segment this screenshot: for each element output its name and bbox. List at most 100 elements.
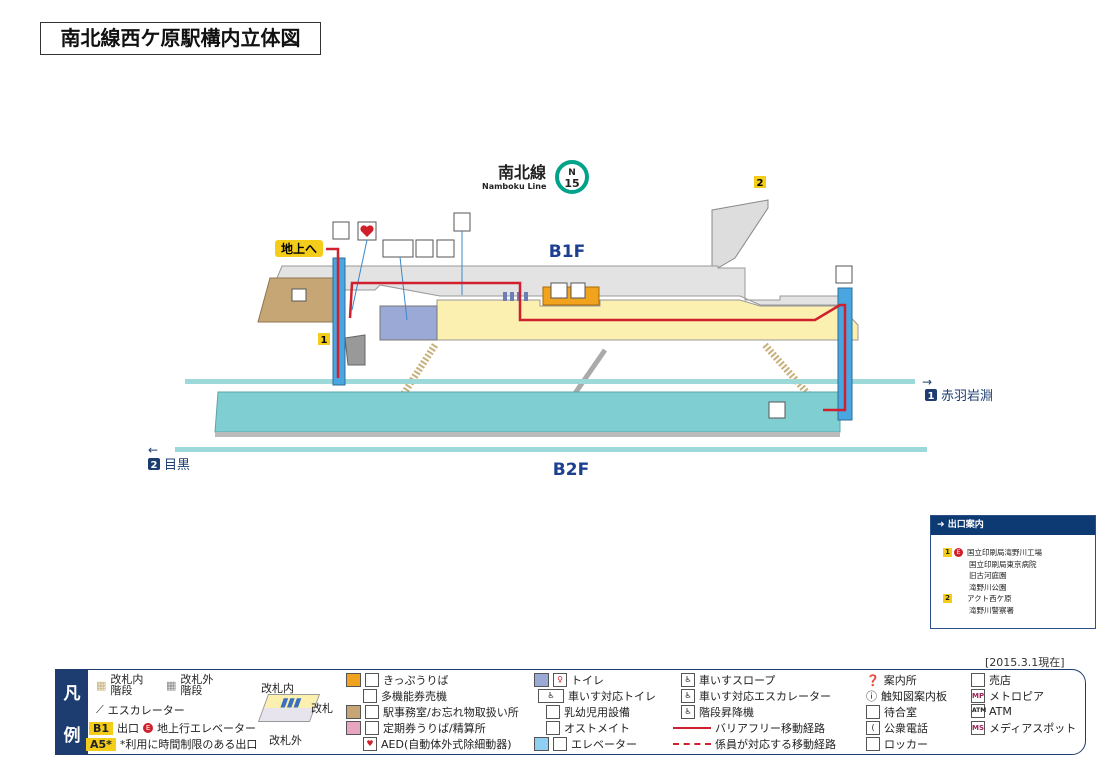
- legend-label: 駅事務室/お忘れ物取扱い所: [383, 706, 519, 719]
- legend-label: エレベーター: [571, 738, 637, 751]
- legend-label: 車いす対応エスカレーター: [699, 690, 831, 703]
- elevator-badge: E: [954, 548, 963, 558]
- direction-num: 2: [151, 460, 158, 471]
- barrier-free-route: [348, 281, 847, 412]
- exit-place: 国立印刷局滝野川工場: [967, 548, 1042, 557]
- locker-icon: [866, 737, 880, 751]
- restroom-icon: [382, 239, 414, 258]
- station-code-number: 15: [564, 177, 579, 190]
- commuter-pass-icon: [570, 282, 586, 299]
- elevator-badge: E: [143, 723, 154, 733]
- restroom-block: [379, 305, 438, 341]
- exit-2-stairs: [711, 199, 769, 269]
- direction-num-badge: [148, 458, 160, 470]
- direction-arrow-right: →: [922, 375, 932, 389]
- exit-place: 国立印刷局東京病院: [969, 559, 1037, 569]
- waiting-room-icon: [866, 705, 880, 719]
- info-center-icon: ❓: [866, 673, 880, 687]
- legend-label: 待合室: [884, 706, 917, 719]
- restroom-icon: ♀: [553, 673, 567, 687]
- office-icon: [365, 705, 379, 719]
- multi-ticket-machine-icon: [363, 689, 377, 703]
- escalator-icon: ⟋: [96, 703, 104, 716]
- ostomate-icon: [436, 239, 455, 258]
- office-swatch: [346, 705, 361, 719]
- legend-label: バリアフリー移動経路: [715, 722, 825, 735]
- exit-num: 2: [943, 594, 952, 604]
- exit-place: 滝野川警察署: [969, 605, 1014, 615]
- ticket-icon: [365, 673, 379, 687]
- b2f-platform: [214, 391, 841, 433]
- barrier-free-route: [326, 247, 340, 378]
- legend-label: ATM: [989, 704, 1012, 718]
- legend-label: *利用に時間制限のある出口: [119, 738, 258, 751]
- stairs-out-icon: ▦: [166, 678, 177, 692]
- legend-label: 階段: [110, 684, 133, 697]
- atm-icon: ATM: [971, 704, 986, 718]
- stairs-in-icon: ▦: [96, 678, 107, 692]
- pass-office-swatch: [346, 721, 361, 735]
- exit-2-marker: [754, 176, 766, 188]
- exit-info-header: ➜ 出口案内: [931, 516, 1095, 535]
- exit-1-marker: [318, 333, 330, 345]
- payphone-icon: [453, 212, 471, 232]
- payphone-icon: (: [866, 721, 880, 735]
- limited-exit-tag: A5*: [86, 737, 116, 751]
- shop-icon: [971, 673, 985, 687]
- baby-facility-icon: [546, 705, 560, 719]
- line-name-ja: 南北線: [498, 163, 546, 182]
- legend-label: きっぷうりば: [383, 674, 449, 687]
- barrier-free-route-line: [673, 727, 711, 729]
- ticket-sales-icon: [550, 282, 568, 299]
- exit-1-label: 1: [321, 335, 328, 346]
- legend-label: 車いすスロープ: [699, 674, 776, 687]
- pointer-line: [351, 239, 368, 311]
- exit-1-stairs: [344, 334, 366, 366]
- ostomate-icon: [546, 721, 560, 735]
- legend-label: オストメイト: [564, 722, 630, 735]
- legend-label: 階段: [180, 684, 203, 697]
- exit-info-title: 出口案内: [947, 520, 984, 530]
- exit-place: アクト西ケ原: [967, 594, 1012, 603]
- track-lower: [175, 447, 927, 452]
- commuter-pass-icon: [365, 721, 379, 735]
- exit-place: 旧古河庭園: [969, 571, 1007, 580]
- office-icon: [291, 288, 307, 302]
- accessible-restroom-icon: ♿: [538, 689, 564, 703]
- station-3d-diagram: 南北線 Namboku Line N 15 B1F 2: [148, 160, 993, 480]
- legend-label: ロッカー: [884, 738, 928, 751]
- station-code-letter: N: [568, 168, 576, 178]
- legend-title: 凡: [63, 683, 81, 704]
- wheelchair-escalator-icon: ♿: [681, 689, 695, 703]
- legend-label: 係員が対応する移動経路: [715, 738, 836, 751]
- stair-lift-icon: ♿: [681, 705, 695, 719]
- page-title: 南北線西ケ原駅構内立体図: [40, 22, 321, 55]
- direction-num-badge: [925, 389, 937, 401]
- legend-label: 案内所: [883, 674, 917, 687]
- line-name-en: Namboku Line: [482, 182, 547, 191]
- legend-label: 乳幼児用設備: [564, 706, 630, 719]
- exit-num: 1: [943, 548, 952, 558]
- track-upper: [185, 379, 915, 384]
- metropia-icon: MP: [971, 689, 985, 703]
- legend-label: 改札内: [110, 673, 144, 686]
- legend-label: 地上行エレベーター: [157, 722, 257, 735]
- aed-icon: ♥: [363, 737, 377, 751]
- pointer-line: [399, 256, 408, 321]
- ticket-area-swatch: [346, 673, 361, 687]
- legend-title: 例: [63, 725, 81, 746]
- legend-label: 売店: [989, 674, 1011, 687]
- station-number-badge: [555, 160, 589, 194]
- legend-label: AED(自動体外式除細動器): [381, 738, 512, 751]
- legend-label: 定期券うりば/精算所: [383, 722, 486, 735]
- date-note: [2015.3.1現在]: [985, 656, 1065, 669]
- legend-label: メトロピア: [989, 690, 1044, 703]
- payphone-icon: [768, 401, 786, 419]
- legend-label: 車いす対応トイレ: [568, 690, 656, 703]
- legend-label: 公衆電話: [884, 722, 928, 735]
- legend-label: 触知図案内板: [881, 690, 947, 703]
- direction-akabaneiwabuchi: 赤羽岩淵: [941, 389, 993, 404]
